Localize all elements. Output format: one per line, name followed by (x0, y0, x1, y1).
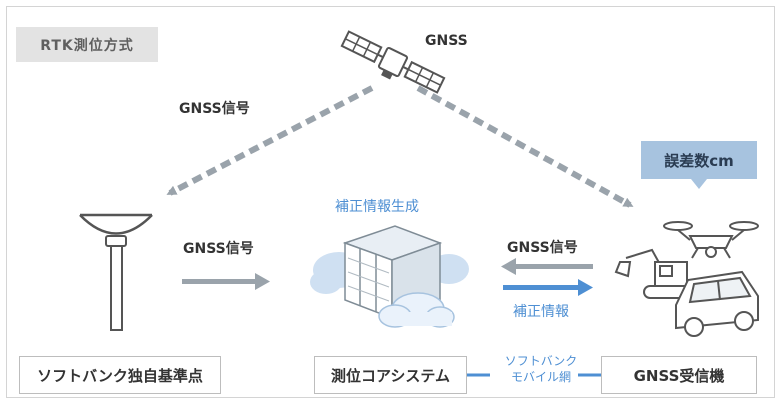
base-station-box: ソフトバンク独自基準点 (19, 356, 221, 394)
signal-label-right: GNSS信号 (507, 240, 578, 256)
receiver-box: GNSS受信機 (601, 356, 757, 394)
dashed-signal-right (416, 85, 634, 208)
core-system-box: 測位コアシステム (314, 356, 467, 394)
signal-label-middle: GNSS信号 (183, 241, 254, 257)
base-station-icon (79, 213, 153, 331)
arrow-base-to-core (182, 273, 270, 290)
server-cloud-icon (310, 225, 469, 328)
drone-icon (663, 221, 759, 259)
satellite-label: GNSS (425, 33, 468, 49)
arrow-receiver-to-core (501, 258, 593, 275)
signal-label-left: GNSS信号 (179, 101, 250, 117)
arrow-core-to-receiver (503, 279, 593, 296)
error-callout-tail (691, 179, 707, 189)
correction-generation-label: 補正情報生成 (335, 199, 419, 215)
car-icon (675, 270, 759, 337)
error-callout: 誤差数cm (641, 141, 757, 179)
dashed-signal-left (166, 85, 374, 196)
network-label: ソフトバンク モバイル網 (486, 353, 596, 385)
correction-info-label: 補正情報 (513, 304, 569, 320)
title-badge: RTK測位方式 (16, 27, 158, 62)
network-label-line1: ソフトバンク (504, 354, 578, 368)
network-label-line2: モバイル網 (510, 370, 571, 384)
satellite-icon (340, 30, 446, 94)
